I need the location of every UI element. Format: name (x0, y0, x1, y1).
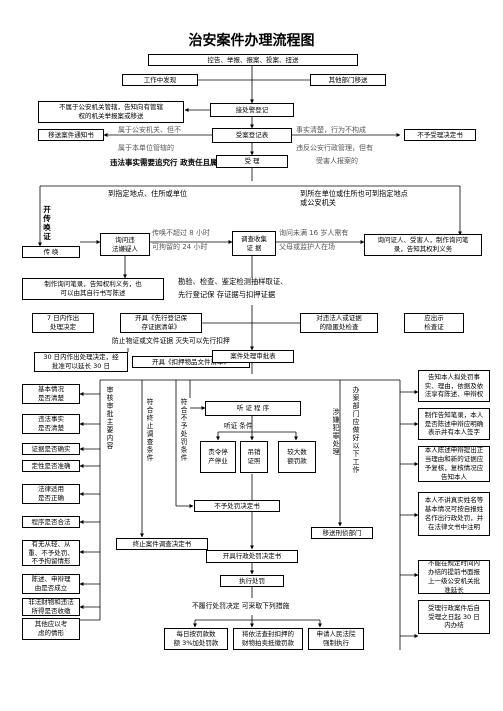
note-right-1: 事实清楚，行为不构成 (296, 126, 366, 134)
collect-evidence-box: 调查收集 证 据 (232, 231, 276, 256)
dept-item-extension-report: 不能在规定时间内 办结的提前书面报 上一级公安机关批 准延长 (418, 560, 490, 594)
deadline-7-box: 7 日内作出 处理决定 (32, 313, 94, 333)
no-accept-box: 不予受理决定书 (404, 129, 476, 141)
measure-daily-fine-box: 每日按罚款数 额 3%加处罚款 (164, 628, 228, 650)
measure-court-box: 申请人民法院 强制执行 (308, 628, 364, 650)
dept-item-notify-record: 制作告知笔录，本人 是否陈述申辩应明确 表示并有本人签字 (418, 408, 490, 440)
dept-item-anonymous-party: 本人不讲真实姓名等 基本情况可按自报姓 名作出行政处罚，并 在法律文书中注明 (418, 492, 490, 536)
summon-cert-label: 开 传 唤 证 (43, 205, 51, 241)
minor-note-1: 询问未满 16 岁人需有 (279, 229, 349, 237)
dept-item-deadline-30: 受理行政案件后自 受理之日起 30 日 内办结 (418, 600, 490, 634)
seize-list-box: 开具《先行登记保 存证据清单》 (120, 313, 202, 333)
question-witness-box: 询问证人、受害人，制作询问笔 录，告知其权利义务 (364, 234, 482, 256)
inspection-cert-box: 应出示 检查证 (404, 313, 464, 333)
measure-auction-box: 将依法查封扣押的 财物拍卖抵缴罚款 (233, 628, 303, 650)
summon-box: 传 唤 (22, 246, 80, 258)
accept-box: 受 理 (216, 155, 288, 168)
end-investigation-box: 终止案件调查决定书 (116, 538, 208, 550)
review-item-law-applied: 法律适用 是否正确 (22, 484, 80, 504)
approval-form-box: 案件处理审批表 (212, 350, 294, 363)
dept-work-label: 办 案 部 门 应 做 好 以 下 工 作 (352, 386, 360, 475)
no-penalty-doc-box: 不予处罚决定书 (194, 500, 280, 512)
review-item-illegal-gains: 非法财物和违法 所得是否收缴 (22, 598, 80, 616)
note-right-3: 受害人报案的 (316, 157, 358, 165)
minor-note-2: 父母或监护人在场 (279, 243, 335, 251)
question-suspect-box: 询问违 法嫌疑人 (100, 233, 150, 256)
note-left-1: 属于公安机关、但不 (118, 126, 181, 134)
dept-item-notify-facts: 告知本人拟处罚事 实、理由，依据及依 法享有陈述、申辩权 (418, 370, 490, 402)
source-right-box: 其他部门移送 (310, 74, 386, 86)
review-item-other-factors: 其他应以考 虑的情形 (22, 618, 80, 640)
review-item-basic-facts: 基本情况 是否清楚 (22, 384, 80, 404)
evidence-methods-2: 先行登记保 存证据与扣押证据 (178, 290, 276, 299)
review-item-procedure-legal: 程序是否合法 (22, 516, 80, 528)
refuse-measures-text: 不履行处罚决定 可采取下列措施 (192, 602, 290, 610)
time-limit-1: 传唤不超过 8 小时 (152, 229, 210, 237)
transfer-notice-box: 移送案件通知书 (38, 129, 104, 141)
branch-right-text: 到所在单位或住所也可到指定地点 或公安机关 (300, 189, 408, 208)
penalty-decision-box: 开具行政处罚决定书 (206, 550, 298, 563)
review-item-evidence-valid: 证据是否确实 (22, 443, 80, 455)
deadline-30-box: 30 日内作出处理决定，经 批准可以延长 30 日 (34, 352, 128, 372)
review-item-lenient-heavy: 有无从轻、从 重、不予处罚、 不予拘留情形 (22, 540, 80, 566)
hearing-box: 听 证 程 序 (205, 401, 301, 416)
end-condition-label: 符 合 终 止 调 查 条 件 (146, 398, 154, 463)
review-item-nature-accurate: 定性是否准确 (22, 460, 80, 472)
note-left-2: 属于本单位管辖的 (118, 144, 174, 152)
write-record-box: 制作询问笔录，告知权利义务，也 可以由其自行书写陈述 (22, 278, 164, 300)
time-limit-2: 可拘留的 24 小时 (152, 243, 208, 251)
register-form-box: 受案登记表 (212, 128, 292, 143)
branch-left-text: 到指定地点、住所或单位 (108, 189, 188, 198)
illegal-search-box: 对违法人或证据 的隐匿处检查 (300, 313, 378, 333)
execute-penalty-box: 执行处罚 (220, 575, 284, 587)
hearing-item-suspend: 责令停 产停业 (200, 441, 236, 473)
review-item-statement-valid: 陈述、申辩理 由是否成立 (22, 574, 80, 594)
not-jurisdiction-box: 不属于公安机关管辖，告知向有管辖 权的机关举报案或移送 (38, 101, 184, 123)
hearing-condition-text: 听证 条件 (224, 422, 253, 430)
evidence-methods-1: 勘验、检查、鉴定检测抽样取证、 (178, 277, 288, 286)
note-right-2: 违反公安行政管理，但有 (296, 144, 373, 152)
transfer-crime-box: 移送刑侦部门 (311, 527, 373, 539)
source-top-box: 控告、举报、报案、投案、扭送 (148, 54, 358, 66)
hearing-item-fine: 较大数 额罚款 (278, 441, 316, 473)
review-content-label: 审 核 审 批 主 要 内 容 (106, 386, 114, 451)
hearing-item-revoke: 吊销 证照 (240, 441, 268, 473)
no-penalty-condition-label: 符 合 不 予 处 罚 条 件 (180, 398, 188, 463)
accept-register-box: 接处警登记 (210, 103, 294, 117)
source-left-box: 工作中发现 (122, 74, 198, 86)
review-item-illegal-facts: 违法事实 是否清楚 (22, 414, 80, 434)
dept-item-review-defense: 本人陈述申辩提出正 当理由和新的证据应 予复核，复核情况应 告知本人 (418, 446, 490, 482)
page-title: 治安案件办理流程图 (188, 33, 315, 49)
crime-handle-label: 涉 嫌 犯 罪 处 理 (332, 408, 340, 457)
prevent-loss-text: 防止物证或文件证据 灭失可以先行扣押 (112, 337, 230, 345)
